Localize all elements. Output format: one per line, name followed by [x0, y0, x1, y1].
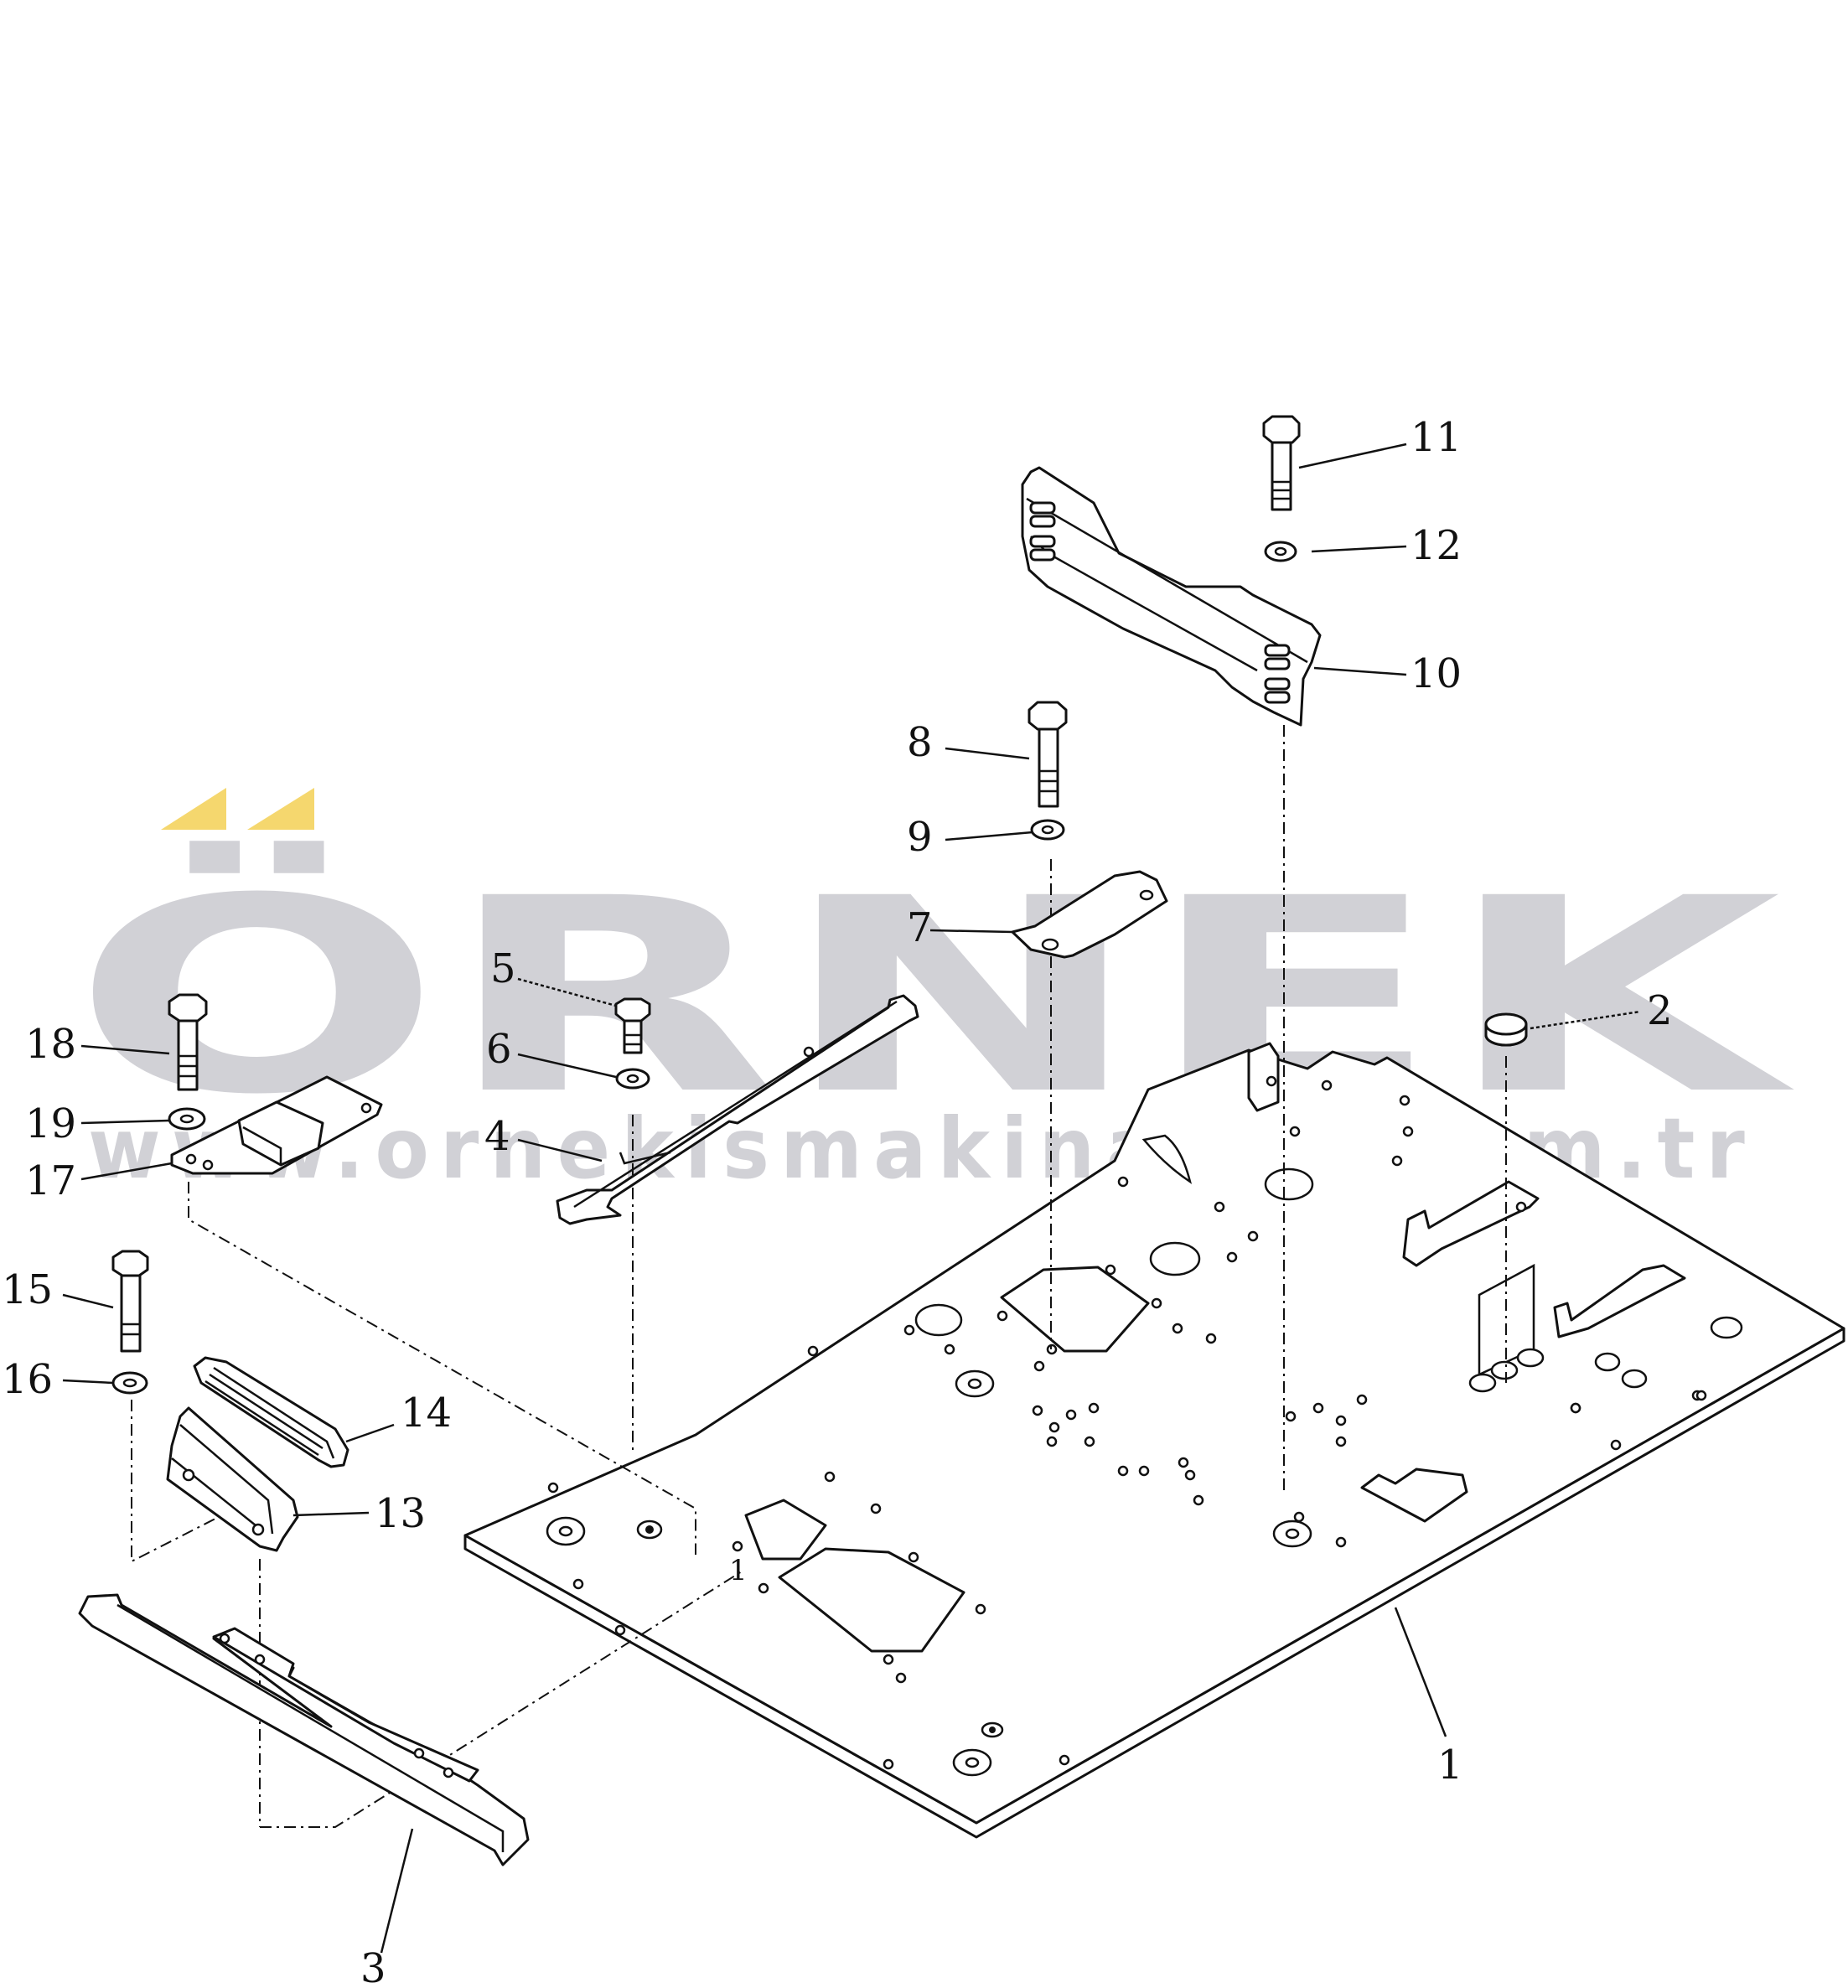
- callout-8: 8: [907, 719, 933, 766]
- watermark-accent-right: [247, 788, 314, 830]
- callout-4: 4: [484, 1113, 510, 1160]
- callout-17: 17: [25, 1157, 76, 1204]
- part-2-plug: [1484, 1012, 1528, 1047]
- part-11-bolt: [1262, 415, 1301, 511]
- callout-9: 9: [907, 814, 933, 861]
- callout-14: 14: [401, 1390, 452, 1437]
- opening-front-large: [778, 1547, 965, 1653]
- part-8-bolt: [1028, 701, 1068, 808]
- callout-10: 10: [1411, 650, 1462, 697]
- bosses: [546, 1369, 1312, 1777]
- part-4-upper-rail: [556, 994, 919, 1225]
- large-holes: [914, 1167, 1743, 1393]
- callout-15: 15: [2, 1266, 53, 1313]
- base-plate-notch: [1141, 1134, 1192, 1184]
- guard-slots-right: [1264, 644, 1291, 704]
- watermark-accent-left: [161, 788, 226, 830]
- callout-16: 16: [2, 1356, 53, 1403]
- callout-labels: 1 1 2 3 4 5 6 7 8 9 10 11 12 13 14 15 16…: [2, 414, 1673, 1988]
- bracket-right-lower: [1553, 1264, 1686, 1338]
- guard-slots-left: [1029, 501, 1056, 562]
- callout-11: 11: [1411, 414, 1462, 461]
- callout-1: 1: [1437, 1742, 1463, 1789]
- callout-18: 18: [25, 1021, 76, 1068]
- callout-2: 2: [1647, 987, 1673, 1034]
- part-10-side-guard: [1021, 466, 1322, 727]
- opening-right: [1360, 1468, 1468, 1523]
- callout-19: 19: [25, 1100, 76, 1147]
- part-14-step-pad: [193, 1356, 349, 1468]
- callout-12: 12: [1411, 522, 1462, 569]
- callout-5: 5: [490, 945, 516, 992]
- bracket-right-upper: [1402, 1180, 1540, 1267]
- callout-1-secondary: 1: [729, 1554, 748, 1587]
- part-13-step-bracket: [166, 1406, 299, 1552]
- part-18-bolt: [168, 993, 208, 1091]
- callout-3: 3: [360, 1945, 386, 1988]
- opening-center: [1000, 1266, 1150, 1353]
- callout-7: 7: [907, 904, 933, 951]
- part-15-bolt: [111, 1250, 149, 1353]
- part-3-front-rail: [78, 1593, 530, 1866]
- opening-front-small: [744, 1499, 827, 1561]
- callout-13: 13: [375, 1490, 426, 1537]
- part-7-bracket: [1011, 870, 1168, 959]
- base-plate: [463, 1042, 1845, 1839]
- stiffener-block: [1247, 1042, 1280, 1112]
- base-plate-top: [463, 1048, 1845, 1825]
- callout-6: 6: [486, 1026, 512, 1073]
- small-holes: [547, 1079, 1707, 1770]
- part-17-plate: [170, 1075, 383, 1175]
- leader-lines: [62, 443, 1641, 1954]
- part-5-bolt: [614, 997, 651, 1054]
